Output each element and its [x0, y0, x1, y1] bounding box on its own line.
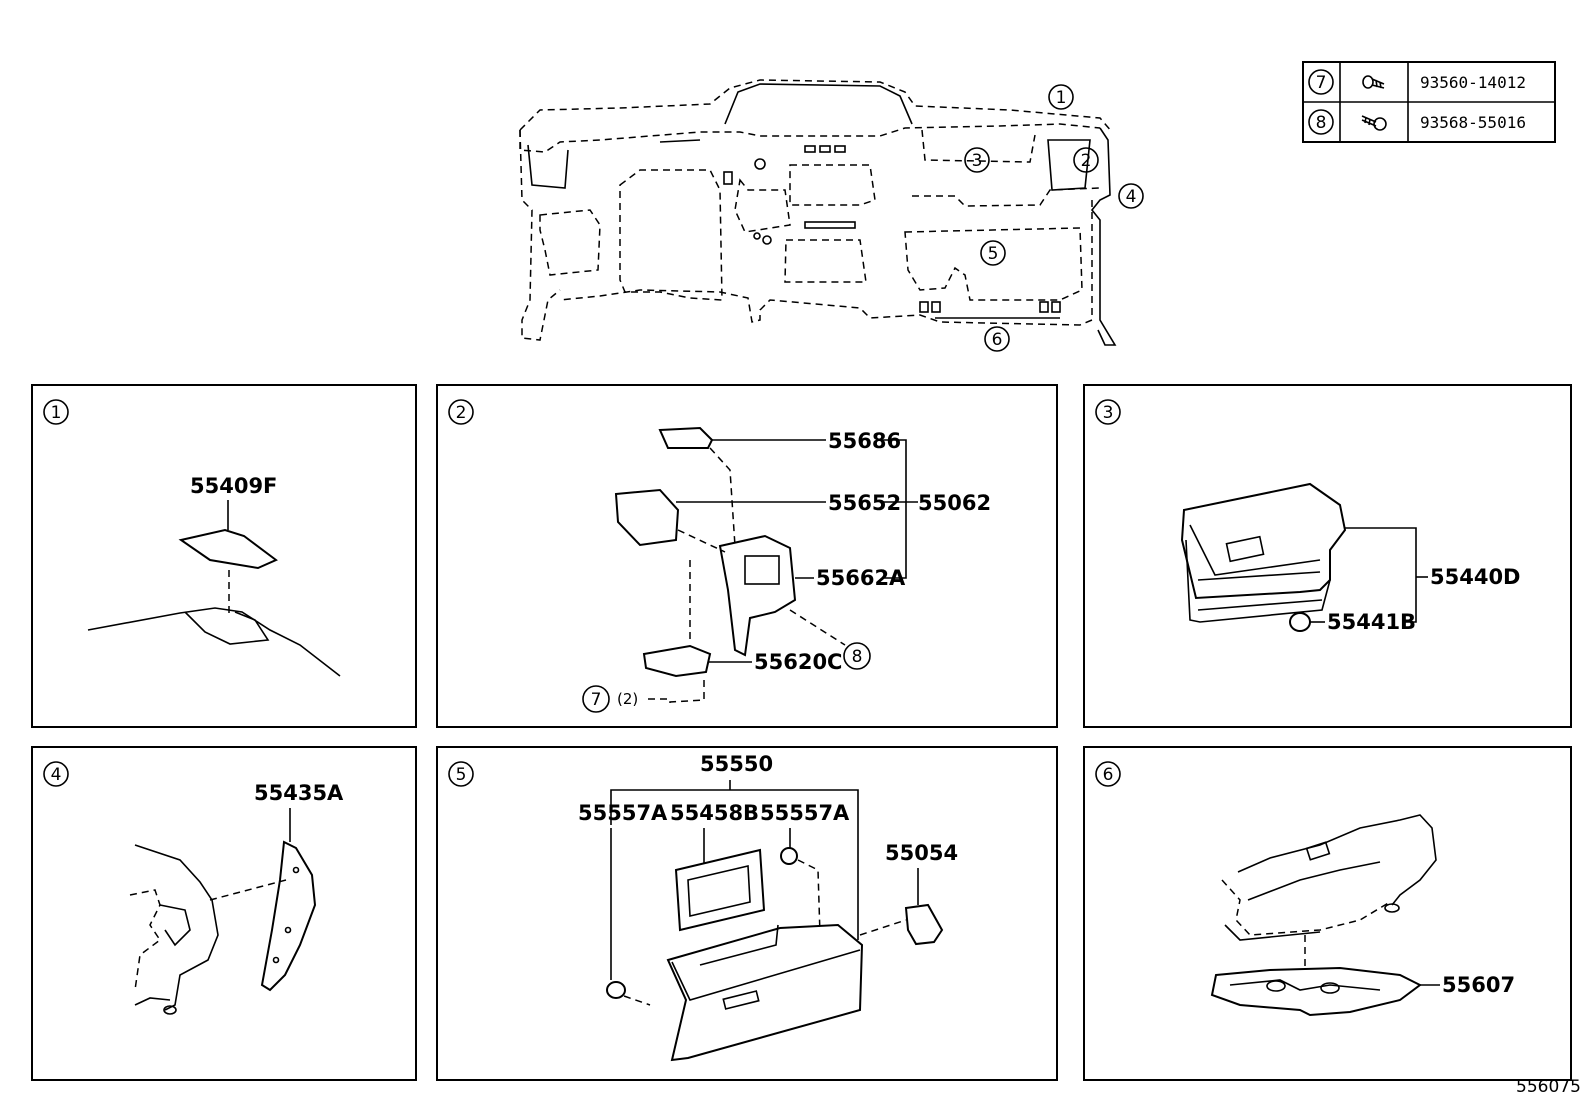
part-label-55441b: 55441B [1327, 610, 1416, 634]
panel-2-ref-8 [843, 642, 871, 670]
part-55607-shape [1210, 966, 1422, 1017]
panel-6: 6 55607 [1083, 746, 1572, 1081]
dashboard-overview [519, 79, 1117, 346]
panel-3: 3 55441B 55440D [1083, 384, 1572, 728]
table-row-1-callout [1308, 69, 1334, 95]
panel-2-ref-7 [582, 685, 610, 713]
table-row-1-index: 7 [1316, 73, 1327, 93]
part-55620c-shape [642, 644, 712, 678]
part-55686-shape [658, 426, 714, 449]
part-label-55557a-left: 55557A [578, 801, 668, 825]
part-55409f-shape [178, 528, 278, 570]
svg-text:1: 1 [1056, 88, 1067, 108]
part-55652-shape [614, 488, 680, 547]
part-label-55686: 55686 [828, 429, 901, 453]
table-row-1-part-number: 93560-14012 [1420, 73, 1526, 92]
table-row-2-index: 8 [1316, 113, 1327, 133]
panel-6-index: 6 [1103, 765, 1114, 785]
panel-1-index: 1 [51, 403, 62, 423]
panel-5: 5 55550 55557A 55458B 55557A 55054 [436, 746, 1058, 1081]
part-label-55062: 55062 [918, 491, 991, 515]
overview-callout-3: 3 [964, 147, 990, 173]
glove-box-shape [666, 923, 864, 1062]
fastener-table: 7 93560-14012 8 93568-55016 [1302, 61, 1556, 143]
svg-text:5: 5 [988, 244, 999, 264]
overview-callout-1: 1 [1048, 84, 1074, 110]
part-55441b-shape [1289, 612, 1311, 632]
part-55557a-left-shape [606, 981, 626, 999]
overview-callout-6: 6 [984, 326, 1010, 352]
part-label-55458b: 55458B [670, 801, 759, 825]
part-label-55054: 55054 [885, 841, 958, 865]
svg-text:2: 2 [1081, 151, 1092, 171]
table-row-2-callout [1308, 109, 1334, 135]
part-55458b-shape [674, 848, 766, 932]
part-label-55662a: 55662A [816, 566, 906, 590]
panel-4: 4 55435A [31, 746, 417, 1081]
svg-text:3: 3 [972, 151, 983, 171]
panel-1: 1 55409F [31, 384, 417, 728]
panel-3-index: 3 [1103, 403, 1114, 423]
part-label-55607: 55607 [1442, 973, 1515, 997]
screw-icon [1362, 75, 1385, 89]
part-label-55557a-right: 55557A [760, 801, 850, 825]
part-55440d-shape [1180, 482, 1347, 600]
part-55435a-shape [260, 840, 317, 992]
part-label-55652: 55652 [828, 491, 901, 515]
part-label-55620c: 55620C [754, 650, 842, 674]
part-55662a-shape [718, 534, 797, 657]
svg-text:8: 8 [852, 647, 863, 667]
part-label-55409f: 55409F [190, 474, 277, 498]
panel-4-index: 4 [51, 765, 62, 785]
part-label-55435a: 55435A [254, 781, 344, 805]
svg-text:6: 6 [992, 330, 1003, 350]
part-55557a-right-shape [780, 847, 798, 865]
screw-icon [1361, 115, 1387, 131]
overview-callout-5: 5 [980, 240, 1006, 266]
svg-text:7: 7 [591, 690, 602, 710]
diagram-number: 556075 [1516, 1077, 1581, 1097]
part-label-55550: 55550 [700, 752, 773, 776]
part-label-55440d: 55440D [1430, 565, 1521, 589]
panel-2-qty: (2) [617, 690, 638, 708]
svg-text:4: 4 [1126, 187, 1137, 207]
panel-5-index: 5 [456, 765, 467, 785]
table-row-2-part-number: 93568-55016 [1420, 113, 1526, 132]
overview-callout-2: 2 [1073, 147, 1099, 173]
part-55054-shape [904, 903, 944, 946]
panel-2-index: 2 [456, 403, 467, 423]
panel-2: 2 55686 55652 55062 55662A 8 55620C [436, 384, 1058, 728]
overview-callout-4: 4 [1118, 183, 1144, 209]
